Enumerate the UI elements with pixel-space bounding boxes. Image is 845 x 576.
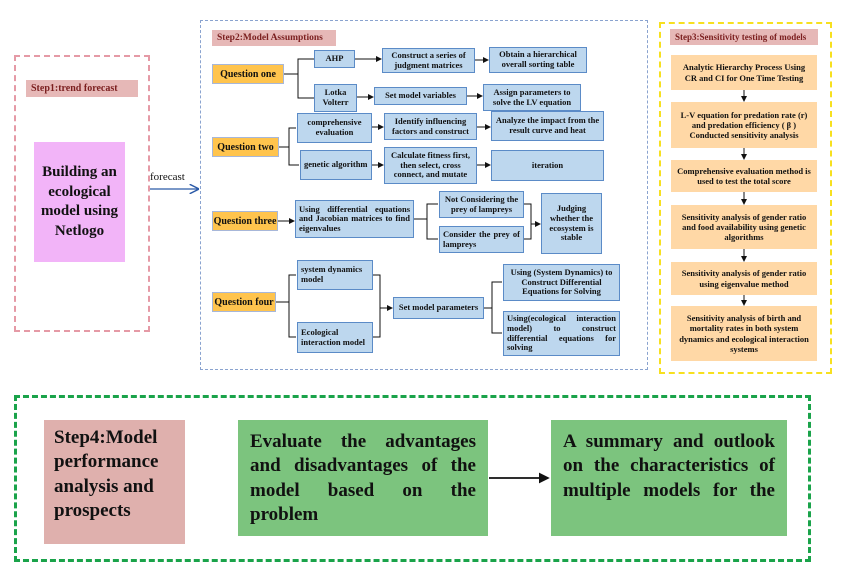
- fitness-selection-box: Calculate fitness first, then select, cr…: [384, 147, 477, 184]
- influencing-factors-box: Identify influencing factors and constru…: [384, 113, 477, 140]
- question-two: Question two: [212, 137, 279, 157]
- step4-title-box: Step4:Model performance analysis and pro…: [44, 420, 185, 544]
- impact-analysis-box: Analyze the impact from the result curve…: [491, 111, 604, 141]
- model-variables-box: Set model variables: [374, 87, 467, 105]
- forecast-label: forecast: [150, 171, 185, 183]
- iteration-box: iteration: [491, 150, 604, 181]
- sensitivity-item-eigenvalue: Sensitivity analysis of gender ratio usi…: [671, 262, 817, 295]
- sensitivity-item-birth-mortality: Sensitivity analysis of birth and mortal…: [671, 306, 817, 361]
- question-one: Question one: [212, 64, 284, 84]
- sorting-table-box: Obtain a hierarchical overall sorting ta…: [489, 47, 587, 73]
- lv-equation-box: Assign parameters to solve the LV equati…: [483, 84, 581, 111]
- sensitivity-item-ahp: Analytic Hierarchy Process Using CR and …: [671, 55, 817, 90]
- step2-title: Step2:Model Assumptions: [212, 30, 336, 46]
- step3-title: Step3:Sensitivity testing of models: [670, 29, 818, 45]
- step1-frame: [14, 55, 150, 332]
- question-three: Question three: [212, 211, 278, 231]
- step1-title: Step1:trend forecast: [26, 80, 138, 97]
- ei-differential-equations-box: Using(ecological interaction model) to c…: [503, 311, 620, 356]
- not-considering-prey-box: Not Considering the prey of lampreys: [439, 191, 524, 218]
- netlogo-model-box: Building an ecological model using Netlo…: [34, 142, 125, 262]
- ecosystem-stability-box: Judging whether the ecosystem is stable: [541, 193, 602, 254]
- judgment-matrices-box: Construct a series of judgment matrices: [382, 48, 475, 73]
- jacobian-eigenvalues-box: Using differential equations and Jacobia…: [295, 200, 414, 238]
- genetic-algorithm-box: genetic algorithm: [300, 150, 372, 180]
- ecological-interaction-box: Ecological interaction model: [297, 322, 373, 353]
- comprehensive-evaluation-box: comprehensive evaluation: [297, 113, 372, 143]
- question-four: Question four: [212, 292, 276, 312]
- considering-prey-box: Consider the prey of lampreys: [439, 226, 524, 253]
- model-parameters-box: Set model parameters: [393, 297, 484, 319]
- summary-box: A summary and outlook on the characteris…: [551, 420, 787, 536]
- step4-title: Step4:Model performance analysis and pro…: [54, 427, 159, 521]
- netlogo-model-text: Building an ecological model using Netlo…: [40, 164, 119, 239]
- sensitivity-item-genetic: Sensitivity analysis of gender ratio and…: [671, 205, 817, 249]
- evaluate-box: Evaluate the advantages and disadvantage…: [238, 420, 488, 536]
- step4-frame: [14, 395, 811, 562]
- ahp-box: AHP: [314, 50, 355, 68]
- system-dynamics-box: system dynamics model: [297, 260, 373, 290]
- lotka-volterra-box: Lotka Volterr: [314, 84, 357, 112]
- step2-frame: [200, 20, 648, 370]
- evaluate-text: Evaluate the advantages and disadvantage…: [250, 431, 476, 525]
- sensitivity-item-evaluation: Comprehensive evaluation method is used …: [671, 160, 817, 192]
- step3-frame: [659, 22, 832, 374]
- sensitivity-item-lv: L-V equation for predation rate (r) and …: [671, 102, 817, 148]
- sd-differential-equations-box: Using (System Dynamics) to Construct Dif…: [503, 264, 620, 301]
- summary-text: A summary and outlook on the characteris…: [563, 431, 775, 501]
